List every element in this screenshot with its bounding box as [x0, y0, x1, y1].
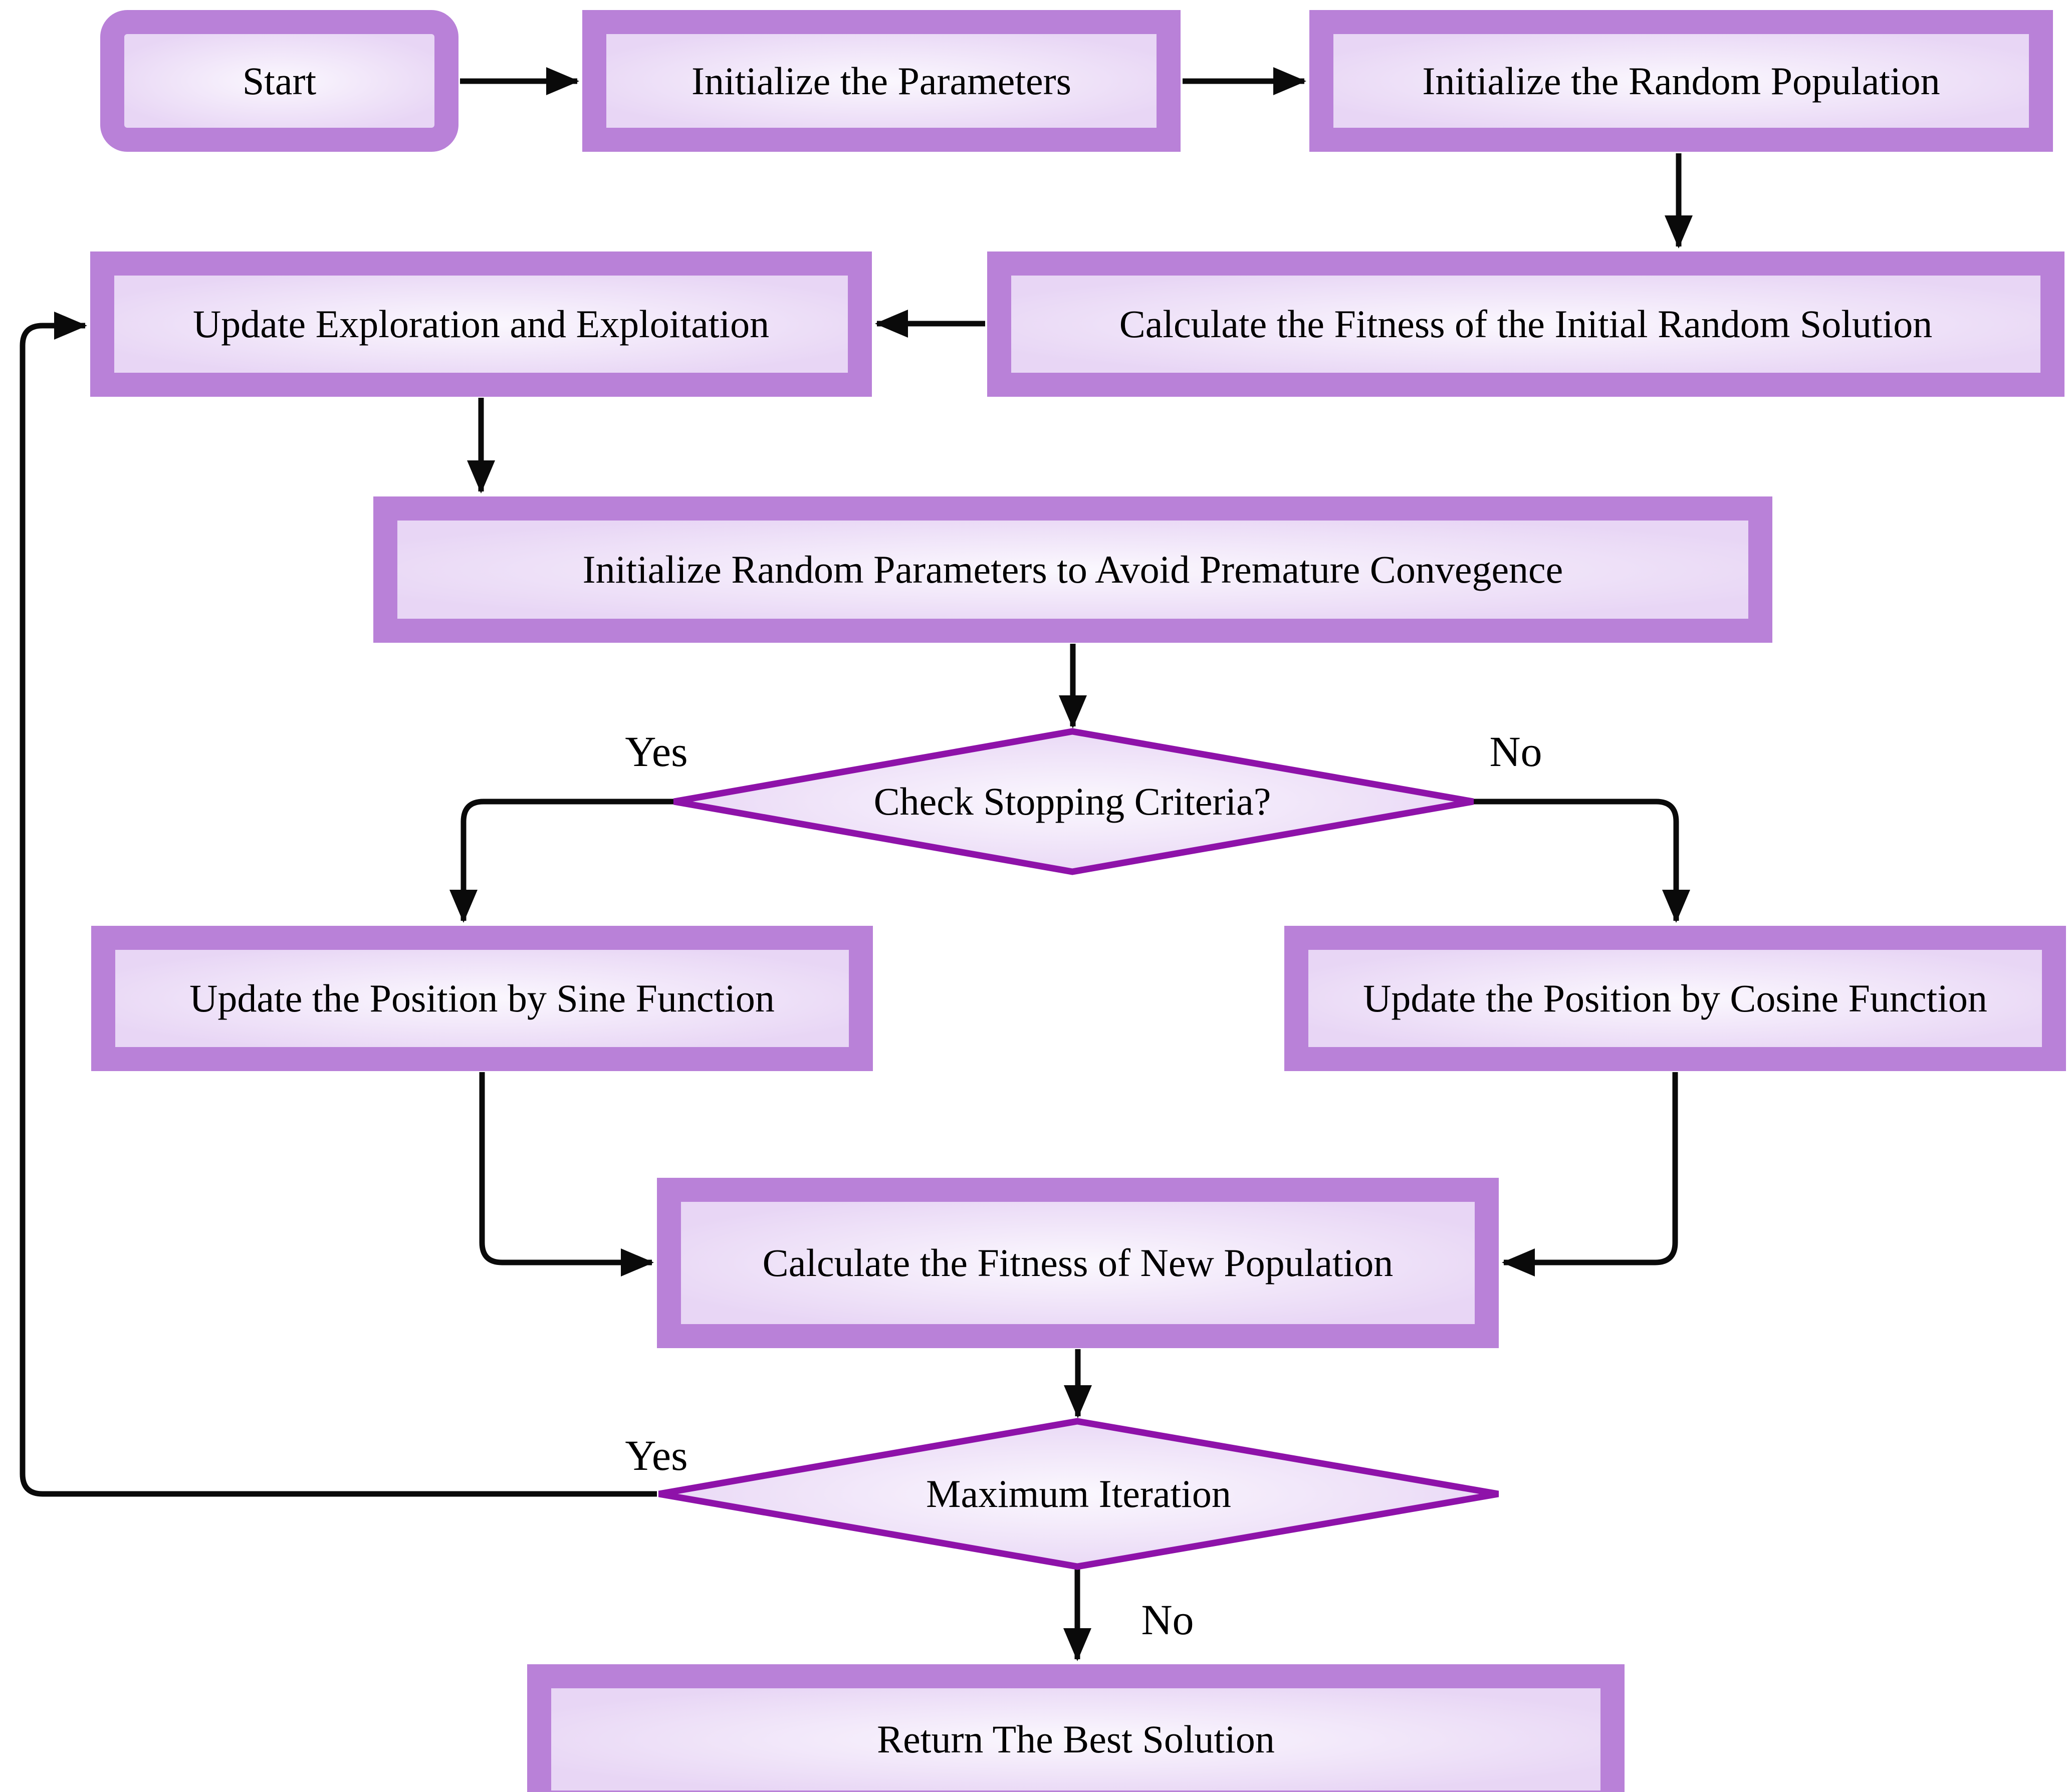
- node-calc-fitness-initial: Calculate the Fitness of the Initial Ran…: [987, 251, 2064, 397]
- edge-update-sine-to-calc-fitness-new: [479, 1072, 654, 1276]
- branch-label-check-stopping-no: No: [1489, 727, 1542, 776]
- decision-diamond-max-iteration: [658, 1418, 1499, 1570]
- branch-label-max-iteration-yes: Yes: [625, 1431, 688, 1479]
- node-update-position-cosine: Update the Position by Cosine Function: [1284, 926, 2066, 1071]
- node-initialize-parameters: Initialize the Parameters: [582, 10, 1181, 152]
- node-update-exploration-exploitation: Update Exploration and Exploitation: [90, 251, 872, 397]
- decision-label-max-iteration: Maximum Iteration: [926, 1472, 1231, 1515]
- edge-update-cosine-to-calc-fitness-new: [1502, 1072, 1678, 1276]
- edge-max-iteration-yes-loop-to-update-exploration: [20, 312, 657, 1497]
- node-start: Start: [100, 10, 458, 152]
- branch-label-check-stopping-yes: Yes: [625, 727, 688, 776]
- node-initialize-random-population: Initialize the Random Population: [1309, 10, 2053, 152]
- decision-label-check-stopping: Check Stopping Criteria?: [873, 780, 1271, 823]
- edge-check-stopping-yes-to-update-sine: [449, 799, 676, 923]
- edge-check-stopping-no-to-update-cosine: [1471, 799, 1690, 923]
- decision-diamond-check-stopping: [673, 728, 1474, 875]
- node-update-position-sine: Update the Position by Sine Function: [91, 926, 873, 1071]
- node-calc-fitness-new: Calculate the Fitness of New Population: [657, 1178, 1499, 1348]
- node-initialize-random-parameters: Initialize Random Parameters to Avoid Pr…: [373, 496, 1772, 643]
- node-return-best-solution: Return The Best Solution: [527, 1664, 1625, 1792]
- branch-label-max-iteration-no: No: [1141, 1595, 1194, 1644]
